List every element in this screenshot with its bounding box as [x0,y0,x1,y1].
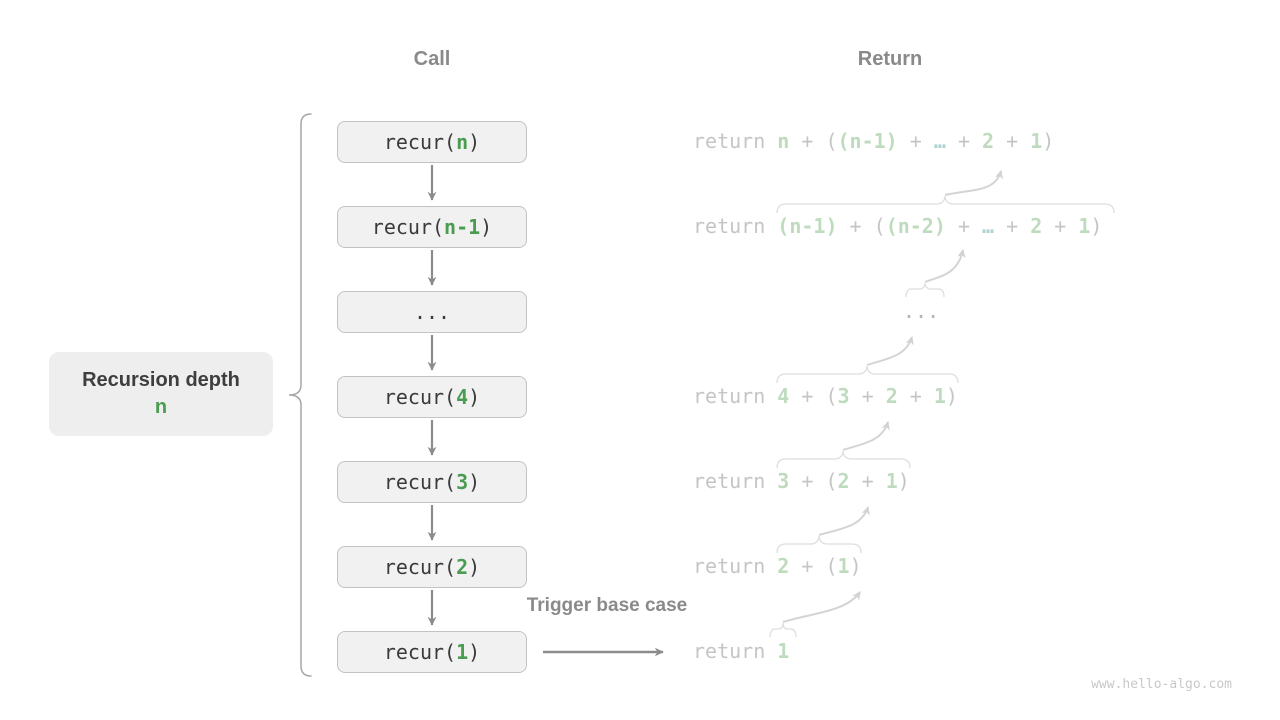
return-token-op: + [1042,214,1079,238]
return-token-g: n [777,129,790,153]
return-flow-arrow [924,249,966,283]
return-token-op: + ( [837,214,886,238]
return-token-op: + [849,384,886,408]
return-token-kw: return [693,384,778,408]
return-flow-arrow [866,336,914,366]
call-text: recur( [383,640,457,664]
return-token-g: 2 [982,129,995,153]
return-token-dots: … [982,214,995,238]
return-token-op: + [849,469,886,493]
return-token-op: ) [1090,214,1103,238]
return-token-op: + ( [789,129,838,153]
return-token-g: (n-1) [777,214,838,238]
return-token-g: 1 [1030,129,1043,153]
call-text: recur( [383,555,457,579]
return-token-op: ) [945,384,958,408]
return-token-op: + ( [789,554,838,578]
call-text: ) [468,470,481,494]
return-expression: return 4 + (3 + 2 + 1) [693,382,958,410]
call-argument: 2 [456,555,469,579]
return-token-g: 2 [837,469,850,493]
call-column-header: Call [413,48,451,70]
call-box: recur(n-1) [337,206,527,248]
return-token-op: + [994,129,1031,153]
recursion-depth-value: n [154,396,168,418]
return-flow-arrow [818,506,870,536]
call-text: ) [480,215,493,239]
return-token-dots: … [933,129,946,153]
return-token-g: 1 [933,384,946,408]
call-argument: 1 [456,640,469,664]
recursion-depth-text: Recursion depth [82,369,240,391]
call-box: ... [337,291,527,333]
return-token-g: 2 [1030,214,1043,238]
return-expression: return 3 + (2 + 1) [693,467,910,495]
return-flow-arrow [842,421,890,451]
return-token-op: + [994,214,1031,238]
call-argument: 4 [456,385,469,409]
return-token-op: + ( [789,469,838,493]
return-token-op: + [945,129,983,153]
expression-brace [776,365,959,384]
call-box: recur(1) [337,631,527,673]
call-argument: n-1 [444,215,481,239]
call-text: recur( [383,130,457,154]
call-argument: 3 [456,470,469,494]
return-token-g: 4 [777,384,790,408]
call-text: recur( [383,470,457,494]
return-token-op: ) [897,469,910,493]
call-text: recur( [383,385,457,409]
call-box: recur(n) [337,121,527,163]
call-text: ) [468,130,481,154]
return-token-op: + [945,214,983,238]
return-expression: return 2 + (1) [693,552,862,580]
return-token-g: 3 [837,384,850,408]
recursion-depth-label: Recursion depth n [49,352,273,436]
return-token-g: 1 [885,469,898,493]
expression-brace [776,450,911,469]
expression-brace [776,195,1115,214]
call-box: recur(3) [337,461,527,503]
return-expression: return (n-1) + ((n-2) + … + 2 + 1) [693,212,1102,240]
return-token-op: + ( [789,384,838,408]
return-token-op: + [897,129,934,153]
return-token-g: 3 [777,469,790,493]
return-token-g: 1 [1078,214,1091,238]
return-token-op: + [897,384,934,408]
return-expression: return 1 [693,637,789,665]
return-token-g: 1 [837,554,850,578]
watermark: www.hello-algo.com [1091,677,1232,692]
return-flow-arrow [944,170,1004,196]
call-text: ) [468,555,481,579]
return-expression: ... [903,297,939,325]
return-column-header: Return [857,48,923,70]
call-text: ... [413,300,451,324]
return-token-g: 2 [885,384,898,408]
expression-brace [769,622,797,638]
return-expression: return n + ((n-1) + … + 2 + 1) [693,127,1054,155]
call-text: recur( [371,215,445,239]
return-token-g: 2 [777,554,790,578]
return-token-dots3: ... [903,299,940,323]
call-box: recur(2) [337,546,527,588]
return-token-kw: return [693,129,778,153]
return-token-kw: return [693,469,778,493]
return-token-op: ) [1042,129,1055,153]
trigger-base-case-label: Trigger base case [526,595,688,616]
return-token-kw: return [693,639,778,663]
return-token-op: ) [849,554,862,578]
return-token-kw: return [693,554,778,578]
call-box: recur(4) [337,376,527,418]
return-token-kw: return [693,214,778,238]
expression-brace [776,535,862,554]
recursion-depth-brace [288,113,312,677]
return-token-g: (n-2) [885,214,946,238]
call-text: ) [468,385,481,409]
call-text: ) [468,640,481,664]
return-token-g: 1 [777,639,790,663]
call-argument: n [456,130,469,154]
expression-brace [905,282,945,298]
return-token-g: (n-1) [837,129,898,153]
return-flow-arrow [782,591,861,623]
